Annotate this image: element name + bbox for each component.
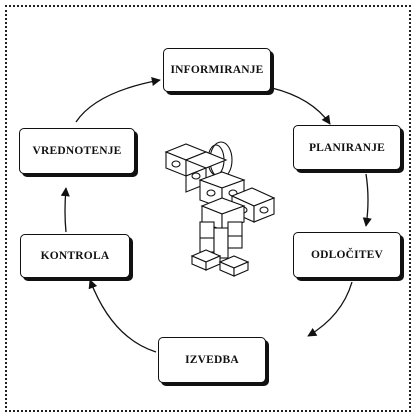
step-label: INFORMIRANJE <box>170 64 264 76</box>
step-kontrola: KONTROLA <box>20 234 130 278</box>
step-label: VREDNOTENJE <box>32 145 122 157</box>
step-informiranje: INFORMIRANJE <box>163 48 271 92</box>
arrow-izvedba-kontrola <box>88 279 157 353</box>
step-label: IZVEDBA <box>185 354 239 366</box>
step-label: PLANIRANJE <box>308 141 386 154</box>
arrow-informiranje-planiranje <box>271 87 331 125</box>
step-odlocitev: ODLOČITEV <box>293 232 401 278</box>
step-planiranje: PLANIRANJE <box>293 125 401 170</box>
dotted-border <box>5 5 411 412</box>
step-izvedba: IZVEDBA <box>158 337 266 383</box>
arrow-odlocitev-izvedba <box>307 281 353 337</box>
step-vrednotenje: VREDNOTENJE <box>19 128 135 174</box>
step-label: KONTROLA <box>40 250 110 262</box>
arrow-kontrola-vrednotenje <box>60 187 70 233</box>
step-label: ODLOČITEV <box>310 249 384 261</box>
arrow-planiranje-odlocitev <box>362 173 372 227</box>
arrow-vrednotenje-informiranje <box>75 77 161 123</box>
block-figure-icon <box>164 141 276 277</box>
